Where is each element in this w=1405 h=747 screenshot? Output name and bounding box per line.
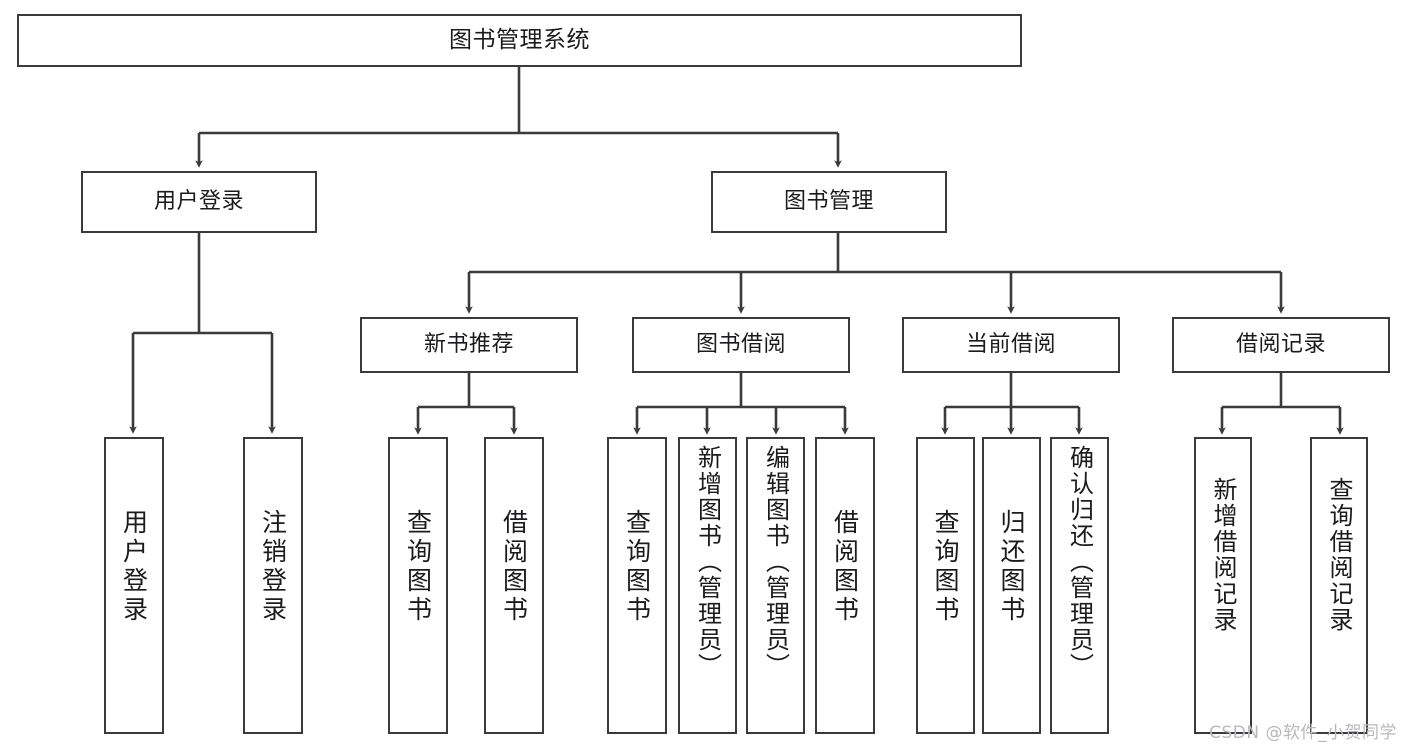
leaf-add-book-admin[interactable]: 新增图书（管理员） — [678, 437, 737, 734]
node-user-login[interactable]: 用户登录 — [81, 171, 317, 233]
node-label: 注销登录 — [258, 509, 288, 625]
csdn-watermark: CSDN @软件_小贺同学 — [1209, 723, 1397, 743]
node-label: 新增借阅记录 — [1209, 477, 1237, 633]
leaf-query-book-borrow[interactable]: 查询图书 — [607, 437, 667, 734]
node-borrow-record[interactable]: 借阅记录 — [1172, 317, 1390, 373]
node-root-system[interactable]: 图书管理系统 — [17, 14, 1022, 67]
leaf-return-book[interactable]: 归还图书 — [982, 437, 1041, 734]
leaf-query-book-current[interactable]: 查询图书 — [916, 437, 975, 734]
node-label: 当前借阅 — [965, 331, 1056, 357]
node-book-management[interactable]: 图书管理 — [711, 171, 947, 233]
node-label: 新书推荐 — [423, 331, 514, 357]
node-label: 查询图书 — [931, 509, 960, 625]
node-current-borrow[interactable]: 当前借阅 — [902, 317, 1120, 373]
node-label: 用户登录 — [119, 509, 149, 625]
node-new-book-recommend[interactable]: 新书推荐 — [360, 317, 578, 373]
node-label: 新增图书（管理员） — [693, 445, 722, 679]
node-label: 归还图书 — [997, 509, 1026, 625]
node-label: 图书管理系统 — [449, 26, 590, 53]
leaf-borrow-book-recommend[interactable]: 借阅图书 — [484, 437, 544, 734]
node-label: 查询图书 — [403, 509, 433, 625]
node-label: 查询借阅记录 — [1325, 477, 1353, 633]
leaf-query-borrow-record[interactable]: 查询借阅记录 — [1310, 437, 1368, 734]
node-label: 借阅图书 — [830, 509, 860, 625]
node-label: 图书借阅 — [695, 331, 786, 357]
node-label: 查询图书 — [622, 509, 652, 625]
leaf-add-borrow-record[interactable]: 新增借阅记录 — [1194, 437, 1252, 734]
leaf-query-book-recommend[interactable]: 查询图书 — [388, 437, 448, 734]
node-label: 确认归还（管理员） — [1065, 445, 1094, 679]
node-book-borrow[interactable]: 图书借阅 — [632, 317, 850, 373]
leaf-borrow-book[interactable]: 借阅图书 — [815, 437, 875, 734]
leaf-confirm-return-admin[interactable]: 确认归还（管理员） — [1050, 437, 1109, 734]
node-label: 编辑图书（管理员） — [761, 445, 790, 679]
leaf-user-login[interactable]: 用户登录 — [104, 437, 164, 734]
leaf-user-logout[interactable]: 注销登录 — [243, 437, 303, 734]
node-label: 图书管理 — [783, 188, 874, 214]
node-label: 借阅记录 — [1235, 331, 1326, 357]
leaf-edit-book-admin[interactable]: 编辑图书（管理员） — [746, 437, 805, 734]
node-label: 用户登录 — [153, 188, 244, 214]
node-label: 借阅图书 — [499, 509, 529, 625]
